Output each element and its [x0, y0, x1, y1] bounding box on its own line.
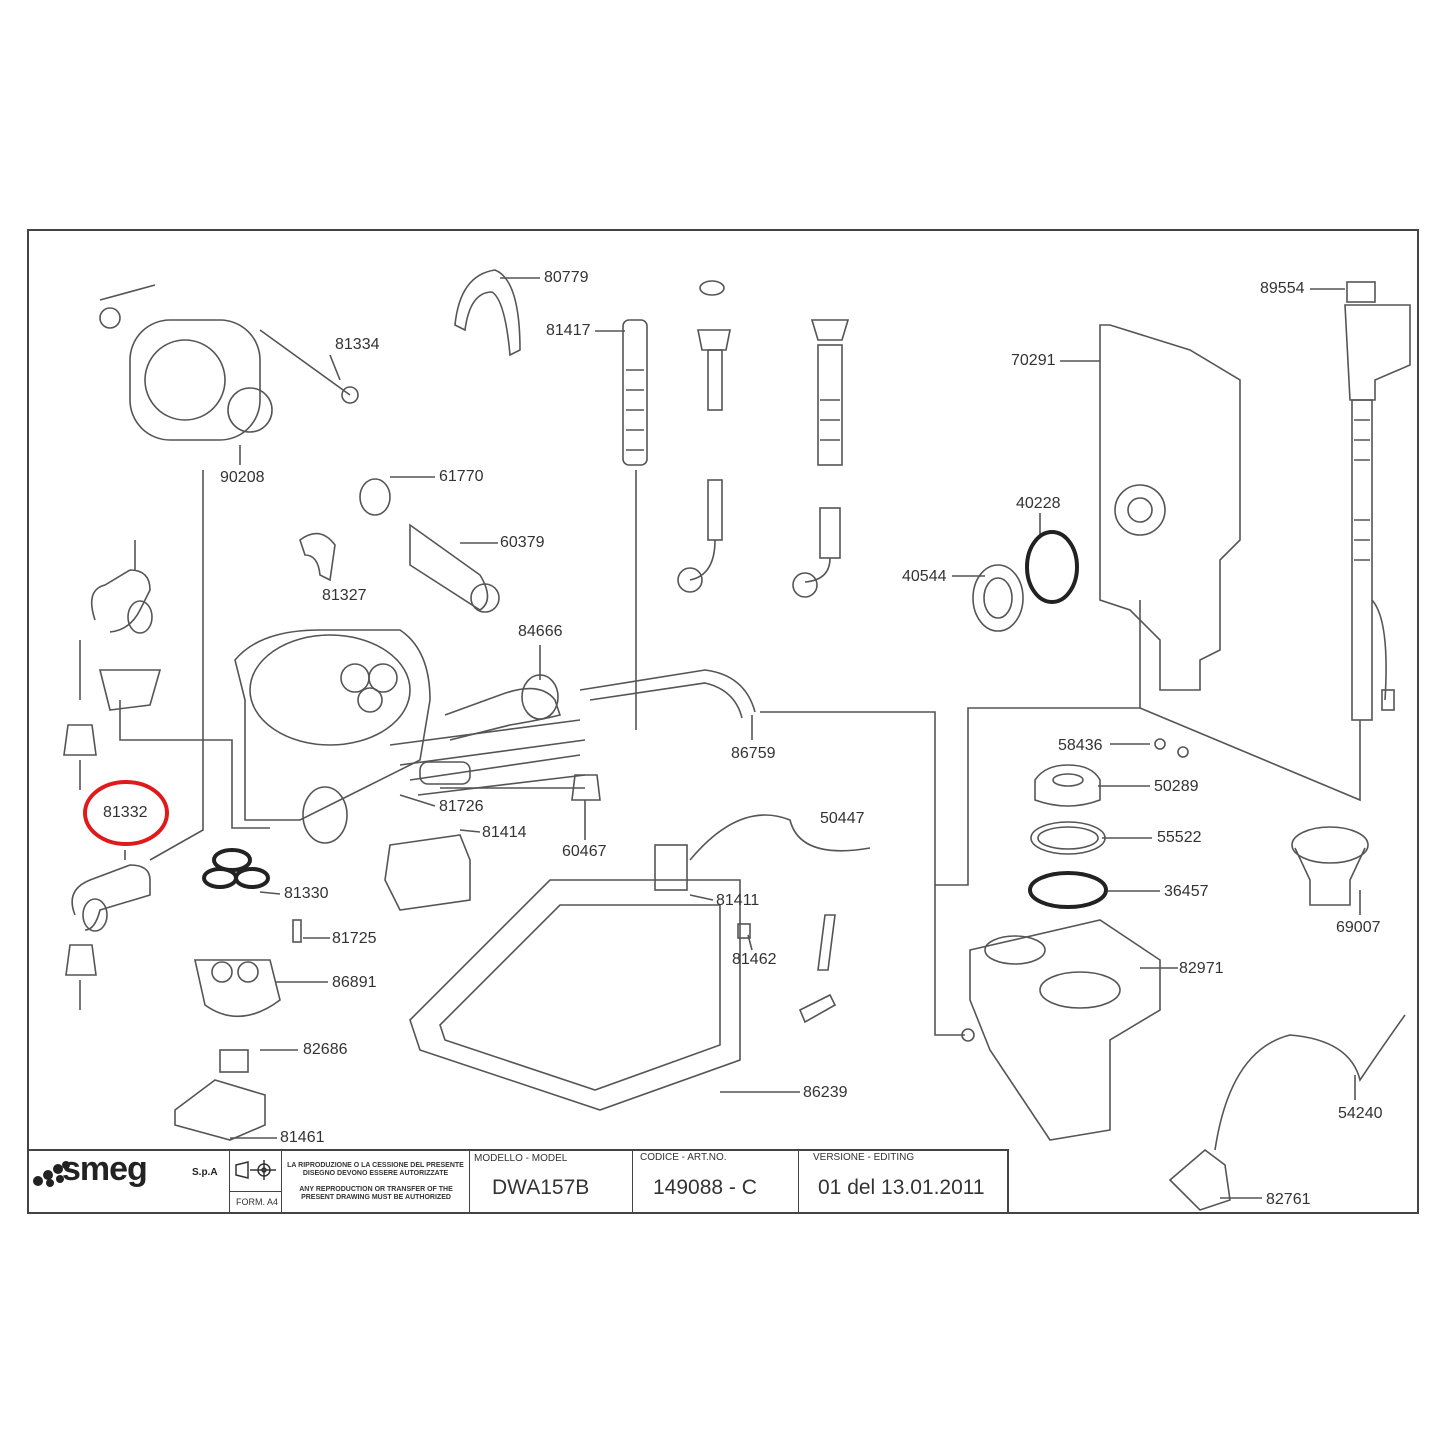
part-label: 81327	[322, 587, 367, 604]
title-block	[27, 1149, 1009, 1214]
notice-italian: LA RIPRODUZIONE O LA CESSIONE DEL PRESEN…	[287, 1162, 464, 1177]
model-header: MODELLO - MODEL	[474, 1153, 568, 1164]
part-label: 81417	[546, 322, 591, 339]
version-header: VERSIONE - EDITING	[813, 1152, 915, 1163]
part-label: 82971	[1179, 960, 1224, 977]
part-label: 84666	[518, 623, 563, 640]
part-label: 81462	[732, 951, 777, 968]
part-label: 40228	[1016, 495, 1061, 512]
code-value: 149088 - C	[653, 1176, 757, 1199]
part-label: 82761	[1266, 1191, 1311, 1208]
part-label: 50447	[820, 810, 865, 827]
model-value: DWA157B	[492, 1176, 590, 1199]
part-label: 54240	[1338, 1105, 1383, 1122]
highlighted-part-label: 81332	[103, 804, 148, 821]
version-value: 01 del 13.01.2011	[818, 1176, 985, 1199]
brand-logo: smeg	[62, 1150, 148, 1188]
part-label: 81726	[439, 798, 484, 815]
part-label: 89554	[1260, 280, 1305, 297]
smeg-dots-logo	[33, 1161, 70, 1187]
divider	[469, 1151, 470, 1214]
part-label: 80779	[544, 269, 589, 286]
part-label: 60379	[500, 534, 545, 551]
divider	[229, 1151, 230, 1214]
part-label: 81461	[280, 1129, 325, 1146]
part-label: 81334	[335, 336, 380, 353]
divider	[798, 1151, 799, 1214]
code-header: CODICE - ART.NO.	[640, 1152, 727, 1163]
part-label: 81414	[482, 824, 527, 841]
part-label: 81330	[284, 885, 329, 902]
part-label: 86239	[803, 1084, 848, 1101]
highlight-circle	[83, 780, 169, 846]
part-label: 81725	[332, 930, 377, 947]
brand-suffix: S.p.A	[192, 1167, 218, 1178]
divider	[229, 1191, 281, 1192]
part-label: 81411	[716, 892, 760, 909]
part-label: 40544	[902, 568, 947, 585]
part-label: 58436	[1058, 737, 1103, 754]
part-label: 50289	[1154, 778, 1199, 795]
part-label: 60467	[562, 843, 607, 860]
notice-english: ANY REPRODUCTION OR TRANSFER OF THE PRES…	[299, 1186, 453, 1201]
part-label: 90208	[220, 469, 265, 486]
part-label: 82686	[303, 1041, 348, 1058]
part-label: 61770	[439, 468, 484, 485]
form-size: FORM. A4	[236, 1197, 279, 1207]
drawing-frame	[27, 229, 1419, 1214]
part-label: 70291	[1011, 352, 1056, 369]
part-label: 69007	[1336, 919, 1381, 936]
part-label: 86891	[332, 974, 377, 991]
projection-symbol-icon	[235, 1160, 276, 1180]
divider	[632, 1151, 633, 1214]
part-label: 86759	[731, 745, 776, 762]
part-label: 36457	[1164, 883, 1209, 900]
part-label: 55522	[1157, 829, 1202, 846]
divider	[281, 1151, 282, 1214]
